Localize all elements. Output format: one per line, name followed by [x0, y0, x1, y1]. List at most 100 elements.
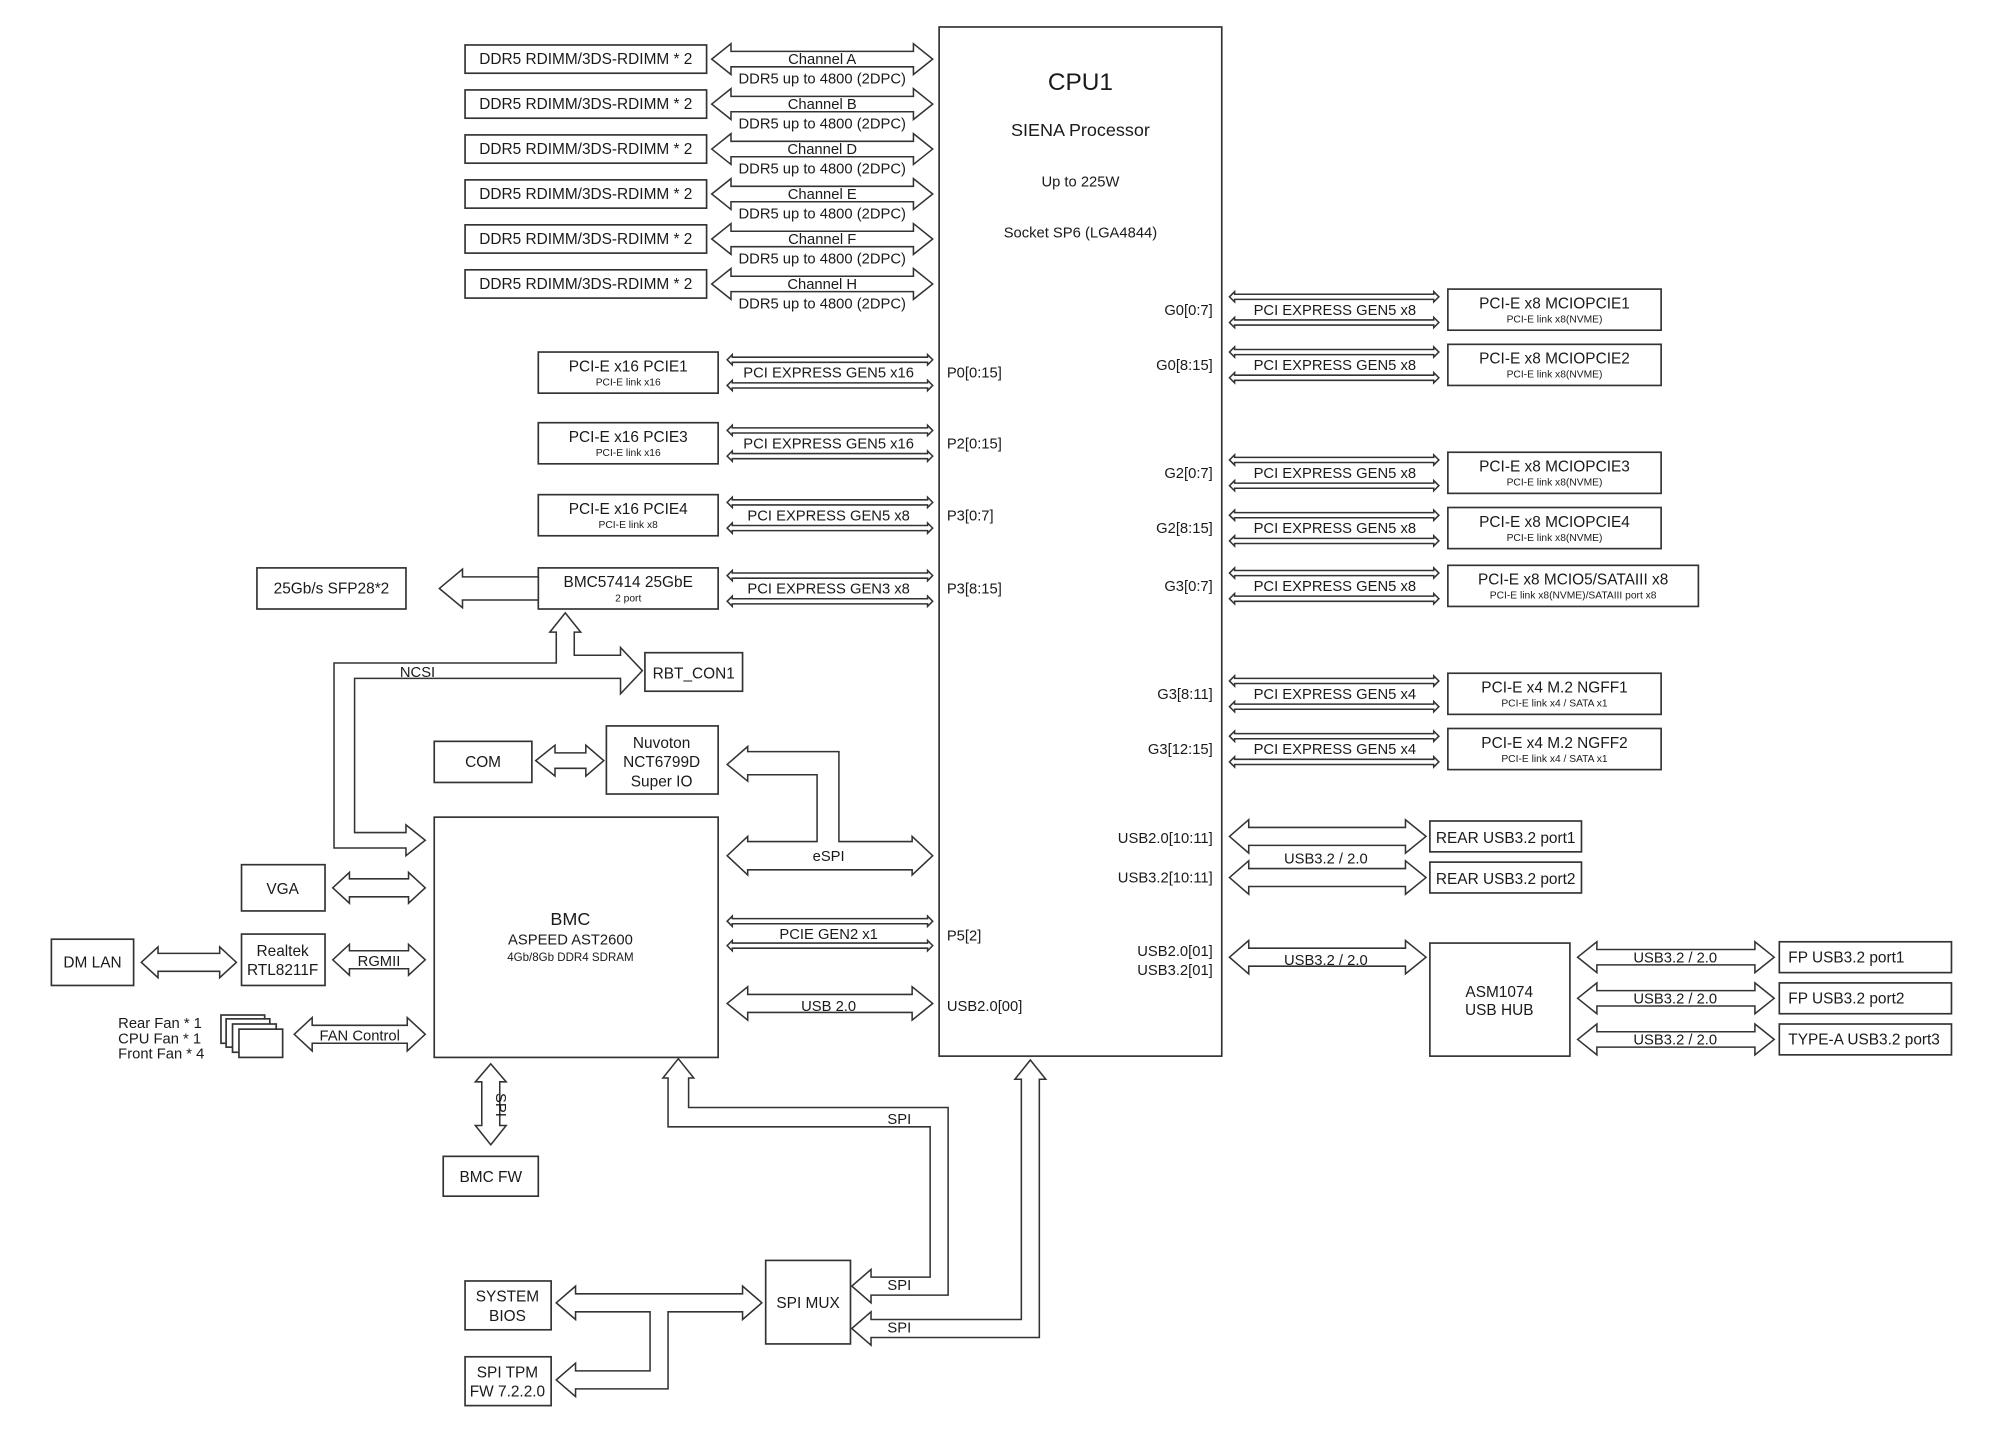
superio-line3: Super IO [631, 773, 693, 790]
p5-link-bottom [726, 938, 934, 953]
pcie-slot-sublabel: PCI-E link x4 / SATA x1 [1501, 699, 1608, 710]
superio-block: COM Nuvoton NCT6799D Super IO eSPI [433, 725, 934, 877]
channel-speed-label: DDR5 up to 4800 (2DPC) [739, 116, 906, 132]
pcie-lane-bottom [1228, 754, 1440, 769]
sfp-arrow [438, 567, 540, 610]
pcie-lane-top [726, 423, 934, 438]
rear-usb-link-label: USB3.2 / 2.0 [1284, 851, 1368, 867]
usb00-port-label: USB2.0[00] [947, 999, 1023, 1015]
pcie-slot-box [537, 567, 719, 610]
dimm-box [464, 89, 708, 120]
asm1074-box [1429, 942, 1571, 1057]
pcie-lane-top [1228, 566, 1440, 581]
pcie-lane-top [1228, 345, 1440, 360]
cpu-port-label: G3[8:11] [1157, 687, 1213, 703]
vga-label: VGA [266, 881, 299, 898]
bmc-mem: 4Gb/8Gb DDR4 SDRAM [507, 952, 633, 964]
pcie-slot-label: BMC57414 25GbE [564, 574, 693, 591]
pcie-lane-bottom [726, 449, 934, 464]
pcie-lane-top [1228, 452, 1440, 467]
pcie-slot-sublabel: PCI-E link x8(NVME) [1507, 478, 1603, 489]
bmc-spi-mux-bus [661, 1057, 949, 1305]
dimm-box [464, 268, 708, 299]
usb-port-box [1778, 982, 1953, 1015]
superio-line2: NCT6799D [623, 754, 700, 771]
system-bios-line1: SYSTEM [476, 1289, 539, 1306]
pcie-link-label: PCI EXPRESS GEN5 x16 [743, 436, 914, 452]
pcie-slot-box [1447, 727, 1662, 771]
rear-usb-block: USB2.0[10:11] USB3.2[10:11] USB3.2 / 2.0… [1118, 818, 1583, 896]
vga-box [240, 863, 326, 912]
cpu-socket: Socket SP6 (LGA4844) [1004, 226, 1157, 242]
vga-arrow [331, 870, 427, 905]
p5-port-label: P5[2] [947, 928, 981, 944]
dimm-label: DDR5 RDIMM/3DS-RDIMM * 2 [479, 186, 692, 203]
cpu-spi-mux-bus [850, 1058, 1048, 1347]
cpu-port-label: P0[0:15] [947, 366, 1002, 382]
pcie-slot-sublabel: PCI-E link x16 [596, 377, 661, 388]
superio-line1: Nuvoton [633, 735, 690, 752]
spi-tpm-line1: SPI TPM [477, 1364, 538, 1381]
pcie-slot-box [1447, 672, 1662, 716]
fan-rear: Rear Fan * 1 [118, 1016, 202, 1032]
hub-downstream-arrow [1576, 940, 1776, 975]
pcie-slot-sublabel: 2 port [615, 593, 641, 604]
usb-port-label: FP USB3.2 port2 [1788, 990, 1904, 1007]
pcie-slot-label: PCI-E x8 MCIO5/SATAIII x8 [1478, 572, 1668, 589]
cpu-port-label: G2[0:7] [1164, 466, 1212, 482]
hub-downstream-arrow [1576, 981, 1776, 1016]
cpu-port-label: G0[0:7] [1164, 303, 1212, 319]
pcie-link-label: PCI EXPRESS GEN5 x8 [1254, 358, 1416, 374]
pcie-lane-bottom [1228, 699, 1440, 714]
cpu-power: Up to 225W [1041, 174, 1119, 190]
ncsi-bus: NCSI RBT_CON1 [333, 611, 744, 858]
dimm-box [464, 224, 708, 254]
channel-speed-label: DDR5 up to 4800 (2DPC) [739, 206, 906, 222]
pcie-lane-bottom [1228, 370, 1440, 385]
usb-port-label: FP USB3.2 port1 [1788, 949, 1904, 966]
rbt-con-box [644, 651, 744, 693]
bmc-fw-label: BMC FW [460, 1169, 523, 1186]
sfp-box [256, 567, 407, 610]
pcie-link-label: PCI EXPRESS GEN5 x8 [1254, 303, 1416, 319]
com-arrow [534, 743, 605, 778]
spi-mux-box [764, 1259, 852, 1345]
pcie-link-label: PCI EXPRESS GEN5 x4 [1254, 742, 1416, 758]
cpu-port-label: P2[0:15] [947, 436, 1002, 452]
hub-usb-arrow [1228, 938, 1428, 976]
spi-routing: SPI SPI SPI SPI MUX SYSTEM BIOS SPI TPM … [464, 1057, 1048, 1407]
hub-downstream-link-label: USB3.2 / 2.0 [1633, 950, 1717, 966]
rgmii-arrow [331, 942, 427, 977]
pcie-lane-bottom [1228, 591, 1440, 606]
hub-usb-port-a: USB2.0[01] [1137, 944, 1213, 960]
fan-cpu: CPU Fan * 1 [118, 1031, 201, 1047]
rear-usb-port2-box [1429, 861, 1583, 894]
ncsi-label: NCSI [400, 665, 435, 681]
fan-front: Front Fan * 4 [118, 1047, 204, 1063]
cpu-box [938, 26, 1223, 1057]
pcie-lane-top [726, 352, 934, 367]
pcie-lane-top [726, 568, 934, 583]
spi-label-mux1: SPI [887, 1278, 911, 1294]
memory-channel-arrow [710, 87, 934, 122]
realtek-box [240, 933, 326, 987]
rear-usb-port1-box [1429, 820, 1583, 853]
com-label: COM [465, 754, 501, 771]
pcie-slot-label: PCI-E x4 M.2 NGFF2 [1481, 735, 1627, 752]
